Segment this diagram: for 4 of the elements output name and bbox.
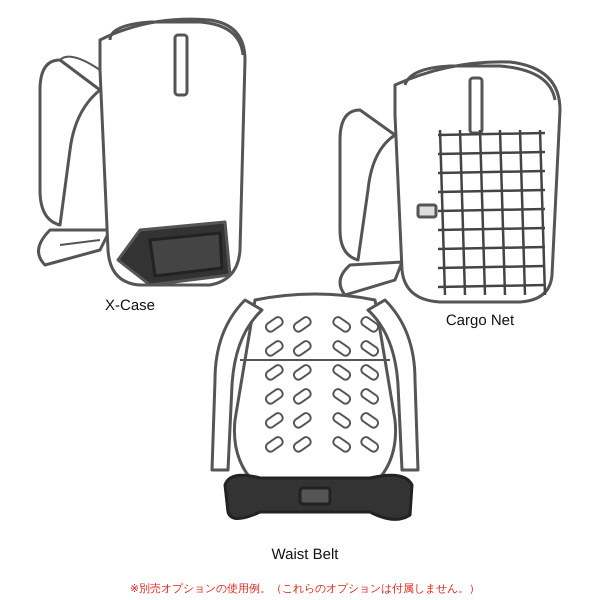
- product-name: Cargo Net: [446, 312, 514, 329]
- product-name: X-Case: [104, 297, 156, 314]
- footnote: ※別売オプションの使用例。（これらのオプションは付属しません。）: [130, 581, 480, 596]
- product-name: Waist Belt: [272, 546, 338, 563]
